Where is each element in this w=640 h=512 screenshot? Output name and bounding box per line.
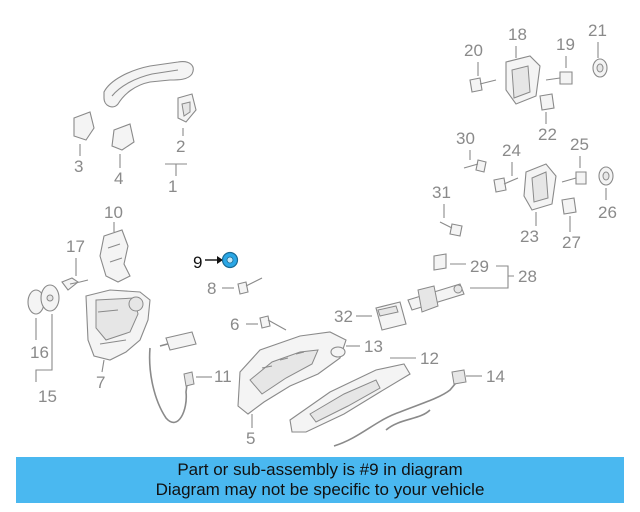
callout-17: 17 [66, 237, 85, 256]
callout-1: 1 [168, 177, 177, 196]
part-27-bushing[interactable] [561, 197, 577, 215]
part-8-bolt[interactable] [237, 277, 263, 295]
part-5-door-module[interactable] [237, 331, 347, 415]
callout-26: 26 [598, 203, 617, 222]
part-3-cap[interactable] [73, 111, 95, 141]
part-29-pad[interactable] [433, 253, 447, 271]
part-12-inner-handle[interactable] [289, 363, 411, 433]
part-16-seal[interactable] [27, 284, 60, 315]
part-32-bumper[interactable] [375, 301, 407, 331]
part-28-door-check[interactable] [407, 283, 465, 313]
part-14-inside-cable[interactable] [333, 369, 467, 447]
leader-28-29 [450, 263, 514, 289]
part-9-nut[interactable] [221, 251, 239, 269]
callout-13: 13 [364, 337, 383, 356]
callout-6: 6 [230, 315, 239, 334]
part-24-bolt[interactable] [493, 177, 519, 193]
callout-32: 32 [334, 307, 353, 326]
banner-line-2: Diagram may not be specific to your vehi… [155, 480, 485, 499]
part-19-bolt[interactable] [545, 71, 573, 85]
part-18-upper-hinge[interactable] [505, 55, 541, 105]
part-26-nut[interactable] [598, 166, 614, 186]
part-2-handle-gasket[interactable] [177, 93, 197, 123]
part-30-bolt[interactable] [463, 159, 487, 173]
callout-15: 15 [38, 387, 57, 406]
callout-5: 5 [246, 429, 255, 448]
part-21-nut[interactable] [592, 58, 608, 78]
callout-28: 28 [518, 267, 537, 286]
leader-15-16 [35, 314, 53, 382]
callout-21: 21 [588, 21, 607, 40]
part-23-lower-hinge[interactable] [523, 163, 557, 211]
callout-7: 7 [96, 373, 105, 392]
part-17-bolt[interactable] [61, 277, 89, 291]
callout-23: 23 [520, 227, 539, 246]
part-7-door-latch[interactable] [85, 289, 151, 361]
part-11-cable[interactable] [148, 331, 197, 424]
callout-9: 9 [193, 253, 202, 272]
callout-12: 12 [420, 349, 439, 368]
info-banner: Part or sub-assembly is #9 in diagram Di… [16, 457, 624, 503]
parts-diagram: 1 2 3 4 10 17 16 15 [27, 21, 617, 448]
leader-9-arrow [217, 256, 223, 264]
part-13-washer[interactable] [330, 346, 346, 358]
callout-19: 19 [556, 35, 575, 54]
callout-27: 27 [562, 233, 581, 252]
part-6-screw[interactable] [259, 315, 287, 331]
part-31-bolt[interactable] [439, 221, 463, 237]
callout-31: 31 [432, 183, 451, 202]
leader-1 [165, 163, 187, 176]
part-10-bracket[interactable] [99, 229, 131, 283]
banner-line-1: Part or sub-assembly is #9 in diagram [177, 460, 463, 479]
callout-4: 4 [114, 169, 123, 188]
callout-11: 11 [214, 367, 232, 386]
callout-18: 18 [508, 25, 527, 44]
part-1-outer-handle[interactable] [103, 61, 194, 108]
callout-20: 20 [464, 41, 483, 60]
callout-30: 30 [456, 129, 475, 148]
callout-25: 25 [570, 135, 589, 154]
callout-29: 29 [470, 257, 489, 276]
callout-14: 14 [486, 367, 505, 386]
part-4-bezel[interactable] [111, 123, 135, 151]
callout-3: 3 [74, 157, 83, 176]
callout-10: 10 [104, 203, 123, 222]
part-25-bolt[interactable] [561, 171, 587, 185]
leader-7 [101, 359, 105, 373]
callout-8: 8 [207, 279, 216, 298]
part-20-bolt[interactable] [469, 77, 497, 93]
callout-2: 2 [176, 137, 185, 156]
callout-22: 22 [538, 125, 557, 144]
part-22-bushing[interactable] [539, 93, 555, 111]
callout-16: 16 [30, 343, 49, 362]
callout-24: 24 [502, 141, 521, 160]
